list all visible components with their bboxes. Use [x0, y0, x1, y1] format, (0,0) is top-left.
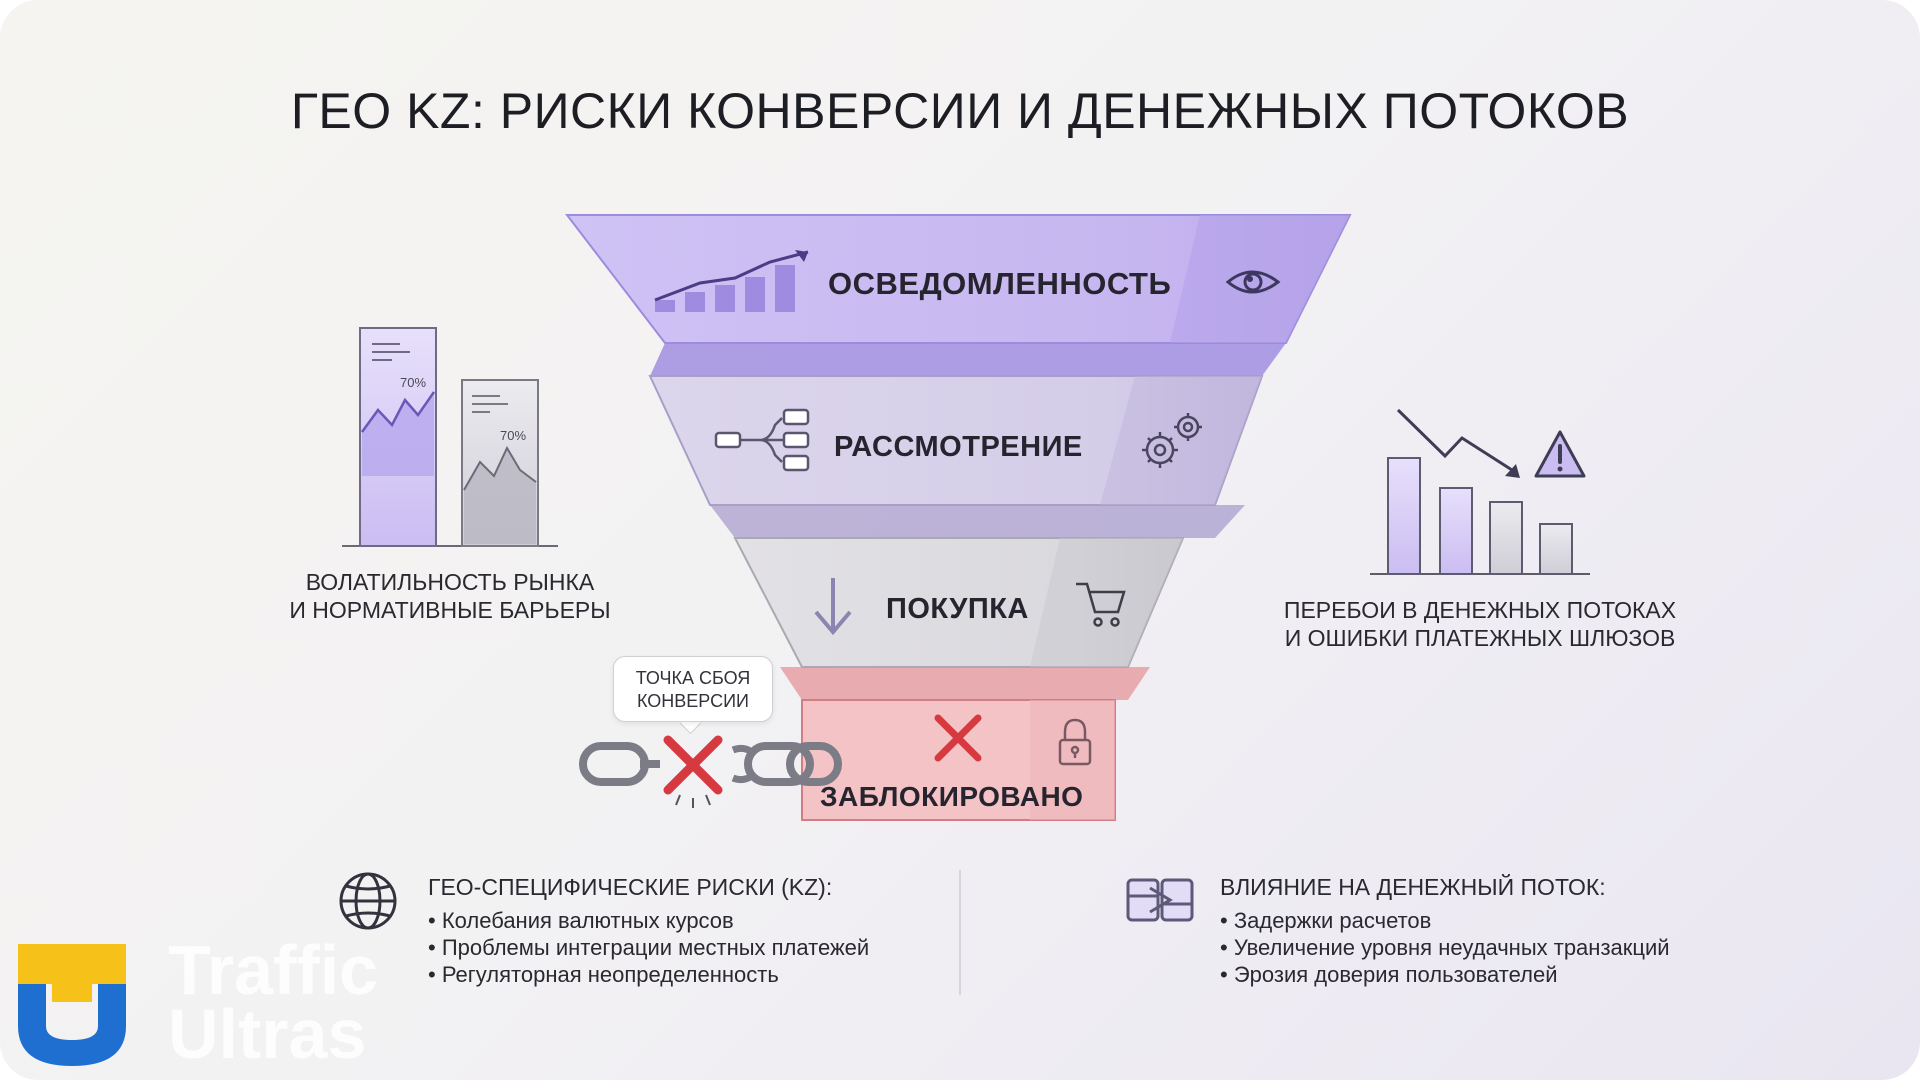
cashflow-impact-heading: ВЛИЯНИЕ НА ДЕНЕЖНЫЙ ПОТОК:: [1220, 874, 1606, 900]
list-item: Эрозия доверия пользователей: [1220, 961, 1670, 988]
funnel-connector: [650, 343, 1286, 376]
list-item: Увеличение уровня неудачных транзакций: [1220, 934, 1670, 961]
caption-line: ВОЛАТИЛЬНОСТЬ РЫНКА: [305, 569, 595, 595]
funnel-connector: [780, 667, 1150, 700]
caption-line: И ОШИБКИ ПЛАТЕЖНЫХ ШЛЮЗОВ: [1284, 625, 1676, 651]
x-icon: [934, 714, 982, 762]
traffic-ultras-logo: [18, 944, 126, 1066]
money-flow-icon: [1126, 878, 1194, 922]
lock-icon: [1058, 718, 1092, 766]
geo-risks-block: ГЕО-СПЕЦИФИЧЕСКИЕ РИСКИ (KZ): Колебания …: [428, 874, 869, 988]
watermark-line: Traffic: [168, 931, 379, 1009]
cashflow-decline-chart: [1370, 408, 1590, 575]
warning-icon: [1534, 430, 1586, 478]
broken-chain-icon: [579, 742, 842, 786]
chain-break-x-icon: [663, 735, 723, 808]
geo-risks-list: Колебания валютных курсов Проблемы интег…: [428, 907, 869, 988]
page-title: ГЕО KZ: РИСКИ КОНВЕРСИИ И ДЕНЕЖНЫХ ПОТОК…: [290, 83, 1630, 139]
stage-label-awareness: ОСВЕДОМЛЕННОСТЬ: [828, 266, 1171, 301]
callout-line: КОНВЕРСИИ: [637, 691, 749, 711]
caption-line: ПЕРЕБОИ В ДЕНЕЖНЫХ ПОТОКАХ: [1283, 597, 1677, 623]
funnel-connector: [710, 505, 1245, 538]
arrow-down-icon: [814, 578, 852, 636]
funnel-stage-purchase: ПОКУПКА: [733, 537, 1185, 668]
stage-label-blocked: ЗАБЛОКИРОВАНО: [820, 781, 1083, 812]
stage-label-consideration: РАССМОТРЕНИЕ: [834, 431, 1083, 463]
watermark-text: Traffic Ultras: [168, 931, 379, 1073]
globe-icon: [339, 872, 397, 930]
left-panel-caption: ВОЛАТИЛЬНОСТЬ РЫНКА И НОРМАТИВНЫЕ БАРЬЕР…: [270, 568, 630, 624]
growth-chart-icon: [654, 250, 809, 312]
list-item: Проблемы интеграции местных платежей: [428, 934, 869, 961]
stage-label-purchase: ПОКУПКА: [886, 593, 1029, 625]
funnel-stage-blocked: ЗАБЛОКИРОВАНО: [801, 699, 1116, 821]
cashflow-impact-block: ВЛИЯНИЕ НА ДЕНЕЖНЫЙ ПОТОК: Задержки расч…: [1220, 874, 1670, 988]
caption-line: И НОРМАТИВНЫЕ БАРЬЕРЫ: [289, 597, 611, 623]
list-item: Колебания валютных курсов: [428, 907, 869, 934]
funnel-stage-consideration: РАССМОТРЕНИЕ: [648, 375, 1264, 506]
section-divider: [959, 870, 961, 995]
geo-risks-heading: ГЕО-СПЕЦИФИЧЕСКИЕ РИСКИ (KZ):: [428, 874, 833, 900]
chart-badge: 70%: [400, 375, 426, 390]
branch-nodes-icon: [714, 408, 810, 472]
list-item: Регуляторная неопределенность: [428, 961, 869, 988]
chart-badge: 70%: [500, 428, 526, 443]
conversion-failure-callout: ТОЧКА СБОЯ КОНВЕРСИИ: [613, 656, 773, 722]
gears-icon: [1142, 413, 1202, 468]
list-item: Задержки расчетов: [1220, 907, 1670, 934]
eye-icon: [1225, 270, 1281, 294]
cashflow-impact-list: Задержки расчетов Увеличение уровня неуд…: [1220, 907, 1670, 988]
funnel-stage-awareness: ОСВЕДОМЛЕННОСТЬ: [564, 214, 1352, 344]
right-panel-caption: ПЕРЕБОИ В ДЕНЕЖНЫХ ПОТОКАХ И ОШИБКИ ПЛАТ…: [1260, 596, 1700, 652]
shopping-cart-icon: [1076, 582, 1126, 627]
watermark-line: Ultras: [168, 995, 367, 1073]
market-volatility-chart: 70% 70%: [342, 327, 558, 547]
callout-line: ТОЧКА СБОЯ: [635, 668, 751, 688]
